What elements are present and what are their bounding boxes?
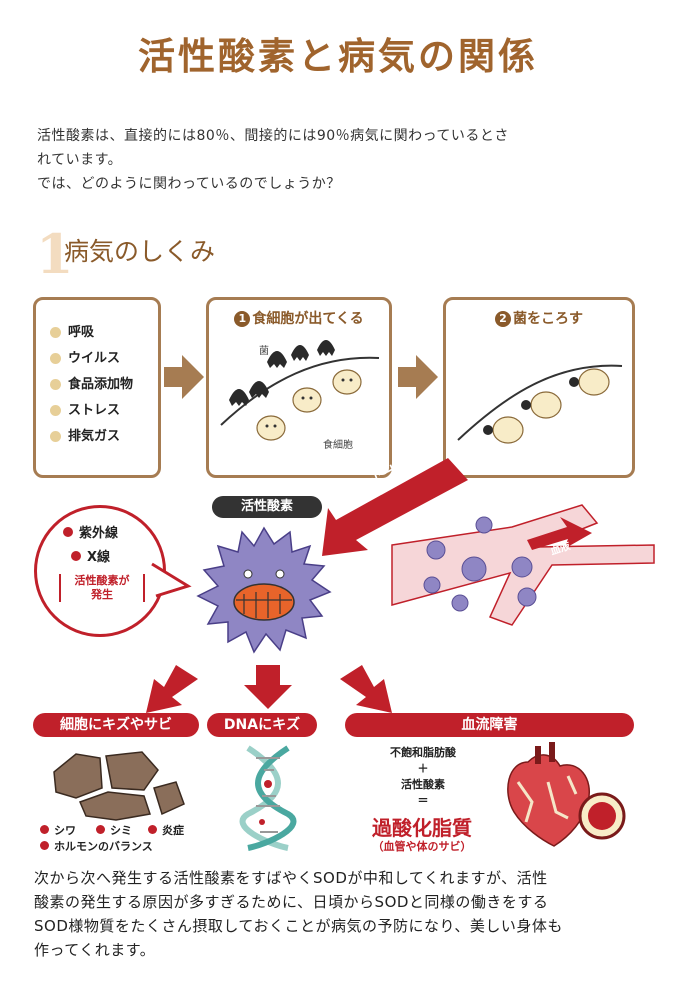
list-item: ストレス xyxy=(50,398,133,424)
step1-illustration xyxy=(220,340,380,441)
germ-icon xyxy=(483,377,579,435)
trigger-pointer-icon xyxy=(151,562,192,598)
intro-line: れています。 xyxy=(37,152,123,168)
formula-plus: ＋ xyxy=(417,762,429,775)
effect-item: シワ xyxy=(40,822,76,838)
effect-item: シミ xyxy=(96,822,132,838)
damaged-cell-icon xyxy=(53,751,185,821)
formula-a: 不飽和脂肪酸 xyxy=(390,746,456,759)
page-title: 活性酸素と病気の関係 xyxy=(138,35,538,78)
down-arrow-icon xyxy=(146,665,198,713)
outro-line: 次から次へ発生する活性酸素をすばやくSODが中和してくれますが、活性 xyxy=(34,869,548,887)
blood-vessel-illustration xyxy=(391,504,655,626)
bullet-dot-icon xyxy=(96,825,105,834)
trigger-note: 活性酸素が 発生 xyxy=(59,574,145,602)
outro-paragraph: 次から次へ発生する活性酸素をすばやくSODが中和してくれますが、活性 酸素の発生… xyxy=(34,866,646,962)
intro-paragraph: 活性酸素は、直接的には80％、間接的には90％病気に関わっているとさ れています… xyxy=(37,124,647,196)
outbreak-arrow xyxy=(322,458,468,556)
formula-equals: ＝ xyxy=(417,794,429,807)
formula-b: 活性酸素 xyxy=(401,778,445,791)
list-item: 排気ガス xyxy=(50,424,133,450)
heart-icon xyxy=(507,742,626,847)
list-item: ウイルス xyxy=(50,346,133,372)
step-number-badge: 2 xyxy=(495,311,511,327)
lipid-peroxide-note: （血管や体のサビ） xyxy=(372,840,472,853)
uv-item: 紫外線 xyxy=(63,522,118,541)
lipid-peroxide-label: 過酸化脂質 xyxy=(372,816,472,840)
bullet-dot-icon xyxy=(148,825,157,834)
outro-line: SOD様物質をたくさん摂取しておくことが病気の予防になり、美しい身体も xyxy=(34,917,563,935)
bullet-dot-icon xyxy=(50,405,61,416)
outro-line: 作ってくれます。 xyxy=(34,941,156,959)
trigger-circle: 紫外線 X線 活性酸素が 発生 xyxy=(34,505,166,637)
causes-list: 呼吸 ウイルス 食品添加物 ストレス 排気ガス xyxy=(50,320,133,450)
bullet-dot-icon xyxy=(71,551,81,561)
bullet-dot-icon xyxy=(50,327,61,338)
effect-item: 炎症 xyxy=(148,822,184,838)
right-arrow-icon xyxy=(164,355,204,399)
outro-line: 酸素の発生する原因が多すぎるために、日頃からSODと同様の働きをする xyxy=(34,893,549,911)
step-number-badge: 1 xyxy=(234,311,251,327)
bullet-dot-icon xyxy=(63,527,73,537)
intro-line: 活性酸素は、直接的には80％、間接的には90％病気に関わっているとさ xyxy=(37,128,509,144)
bullet-dot-icon xyxy=(40,825,49,834)
list-item: 食品添加物 xyxy=(50,372,133,398)
section-number: 1 xyxy=(36,222,74,286)
germ-icon xyxy=(229,340,335,406)
effect-item: ホルモンのバランス xyxy=(40,838,153,854)
effect-cell-label: 細胞にキズやサビ xyxy=(33,713,199,737)
causes-box: 呼吸 ウイルス 食品添加物 ストレス 排気ガス xyxy=(33,297,161,478)
xray-item: X線 xyxy=(71,546,110,565)
effect-blood-label: 血流障害 xyxy=(345,713,634,737)
down-arrow-icon xyxy=(340,665,392,713)
ros-germ-icon xyxy=(423,516,537,612)
effect-dna-label: DNAにキズ xyxy=(207,713,317,737)
down-arrow-icon xyxy=(244,665,292,709)
dna-icon xyxy=(239,745,297,851)
right-arrow-icon xyxy=(398,355,438,399)
intro-line: では、どのように関わっているのでしょうか？ xyxy=(37,176,341,192)
phagocyte-icon xyxy=(492,368,610,444)
bullet-dot-icon xyxy=(50,431,61,442)
germ-label: 菌 xyxy=(259,346,269,357)
phagocyte-label: 食細胞 xyxy=(323,440,353,451)
step2-illustration xyxy=(457,364,623,444)
bullet-dot-icon xyxy=(50,379,61,390)
phagocyte-icon xyxy=(256,369,362,441)
ros-label: 活性酸素 xyxy=(212,496,322,518)
ros-character-icon xyxy=(196,526,332,654)
list-item: 呼吸 xyxy=(50,320,133,346)
section-title: 病気のしくみ xyxy=(64,237,216,266)
bullet-dot-icon xyxy=(40,841,49,850)
bullet-dot-icon xyxy=(50,353,61,364)
